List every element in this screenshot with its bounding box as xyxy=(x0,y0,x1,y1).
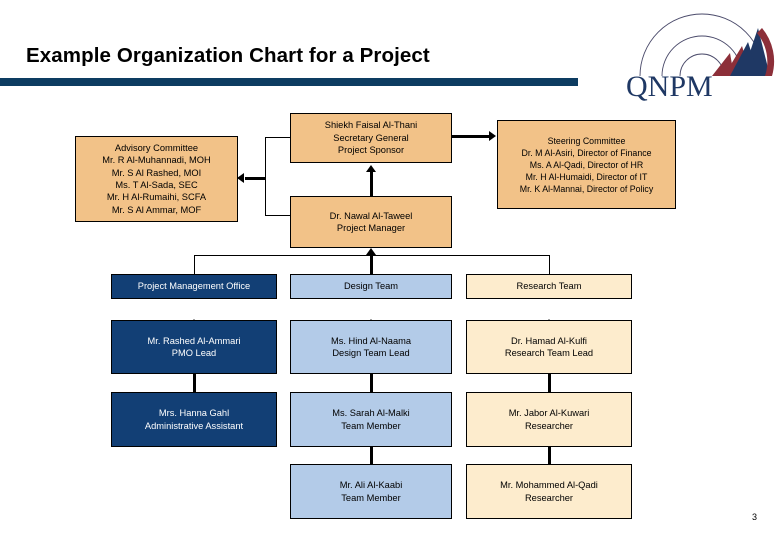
steering-line-2: Ms. A Al-Qadi, Director of HR xyxy=(529,159,644,170)
pmo-header-line-0: Project Management Office xyxy=(137,281,251,292)
research-m2-line-0: Mr. Mohammed Al-Qadi xyxy=(500,480,598,491)
advisory-line-3: Ms. T Al-Sada, SEC xyxy=(115,180,198,190)
research-m1-line-1: Researcher xyxy=(524,420,574,431)
connector-design-m1-to-lead xyxy=(370,374,373,392)
steering-line-1: Dr. M Al-Asiri, Director of Finance xyxy=(521,147,652,158)
steering-line-3: Mr. H Al-Humaidi, Director of IT xyxy=(525,171,648,182)
sponsor-line-1: Secretary General xyxy=(333,132,409,143)
steering-line-0: Steering Committee xyxy=(547,135,626,146)
research-m1-line-0: Mr. Jabor Al-Kuwari xyxy=(508,408,590,419)
connector-research-m1-to-lead xyxy=(548,374,551,392)
node-pmo-lead[interactable]: Mr. Rashed Al-Ammari PMO Lead xyxy=(111,320,277,374)
node-steering-committee[interactable]: Steering Committee Dr. M Al-Asiri, Direc… xyxy=(497,120,676,209)
node-design-member-1[interactable]: Ms. Sarah Al-Malki Team Member xyxy=(290,392,452,447)
connector-to-advisory xyxy=(245,177,266,180)
pm-line-1: Project Manager xyxy=(336,223,406,233)
connector-bracket-bottom xyxy=(265,215,291,216)
design-header-line-0: Design Team xyxy=(343,281,399,292)
design-m2-line-1: Team Member xyxy=(341,492,401,503)
design-m2-line-0: Mr. Ali Al-Kaabi xyxy=(339,480,403,491)
connector-sponsor-to-steering xyxy=(452,135,490,138)
node-research-header[interactable]: Research Team xyxy=(466,274,632,299)
node-design-lead[interactable]: Ms. Hind Al-Naama Design Team Lead xyxy=(290,320,452,374)
qnpm-logo: QNPM xyxy=(612,6,776,102)
pmo-admin-line-1: Administrative Assistant xyxy=(144,420,244,431)
design-lead-line-0: Ms. Hind Al-Naama xyxy=(330,335,412,346)
title-divider-rule xyxy=(0,78,578,86)
page-title: Example Organization Chart for a Project xyxy=(26,44,430,67)
node-pmo-header[interactable]: Project Management Office xyxy=(111,274,277,299)
arrowhead-steering xyxy=(489,131,496,141)
connector-pmo-admin-to-lead xyxy=(193,374,196,392)
connector-bus-to-pmo xyxy=(194,255,195,274)
arrowhead-pm-bottom xyxy=(366,248,376,255)
research-lead-line-1: Research Team Lead xyxy=(504,348,594,358)
connector-bracket-top xyxy=(265,137,291,138)
node-research-member-1[interactable]: Mr. Jabor Al-Kuwari Researcher xyxy=(466,392,632,447)
connector-bracket-vertical xyxy=(265,137,266,216)
design-m1-line-1: Team Member xyxy=(341,420,401,431)
node-research-lead[interactable]: Dr. Hamad Al-Kulfi Research Team Lead xyxy=(466,320,632,374)
node-pmo-admin[interactable]: Mrs. Hanna Gahl Administrative Assistant xyxy=(111,392,277,447)
pmo-lead-line-0: Mr. Rashed Al-Ammari xyxy=(147,335,241,346)
pmo-lead-line-1: PMO Lead xyxy=(171,348,217,358)
advisory-line-0: Advisory Committee xyxy=(114,142,199,153)
connector-bus-to-design xyxy=(371,255,372,274)
sponsor-line-0: Shiekh Faisal Al-Thani xyxy=(324,120,418,131)
steering-line-4: Mr. K Al-Mannai, Director of Policy xyxy=(519,183,654,194)
arrowhead-advisory xyxy=(237,173,244,183)
research-lead-line-0: Dr. Hamad Al-Kulfi xyxy=(511,335,587,346)
node-design-header[interactable]: Design Team xyxy=(290,274,452,299)
design-m1-line-0: Ms. Sarah Al-Malki xyxy=(332,408,410,419)
advisory-line-5: Mr. S Al Ammar, MOF xyxy=(111,204,202,215)
advisory-line-1: Mr. R Al-Muhannadi, MOH xyxy=(102,155,211,166)
design-lead-line-1: Design Team Lead xyxy=(332,348,410,358)
node-research-member-2[interactable]: Mr. Mohammed Al-Qadi Researcher xyxy=(466,464,632,519)
logo-wordmark: QNPM xyxy=(626,70,713,102)
pm-line-0: Dr. Nawal Al-Taweel xyxy=(329,210,413,221)
node-advisory-committee[interactable]: Advisory Committee Mr. R Al-Muhannadi, M… xyxy=(75,136,238,222)
connector-bus-to-research xyxy=(549,255,550,274)
advisory-line-2: Mr. S Al Rashed, MOI xyxy=(111,167,202,178)
arrowhead-sponsor xyxy=(366,165,376,172)
connector-team-bus xyxy=(194,255,550,256)
connector-research-m2-to-m1 xyxy=(548,447,551,464)
research-header-line-0: Research Team xyxy=(516,281,582,292)
pmo-admin-line-0: Mrs. Hanna Gahl xyxy=(158,408,230,419)
sponsor-line-2: Project Sponsor xyxy=(337,145,405,156)
node-project-sponsor[interactable]: Shiekh Faisal Al-Thani Secretary General… xyxy=(290,113,452,163)
research-m2-line-1: Researcher xyxy=(524,492,574,503)
page-number: 3 xyxy=(752,512,758,522)
connector-pm-to-sponsor xyxy=(370,172,373,196)
node-design-member-2[interactable]: Mr. Ali Al-Kaabi Team Member xyxy=(290,464,452,519)
connector-design-m2-to-m1 xyxy=(370,447,373,464)
advisory-line-4: Mr. H Al-Rumaihi, SCFA xyxy=(106,192,207,203)
node-project-manager[interactable]: Dr. Nawal Al-Taweel Project Manager xyxy=(290,196,452,248)
